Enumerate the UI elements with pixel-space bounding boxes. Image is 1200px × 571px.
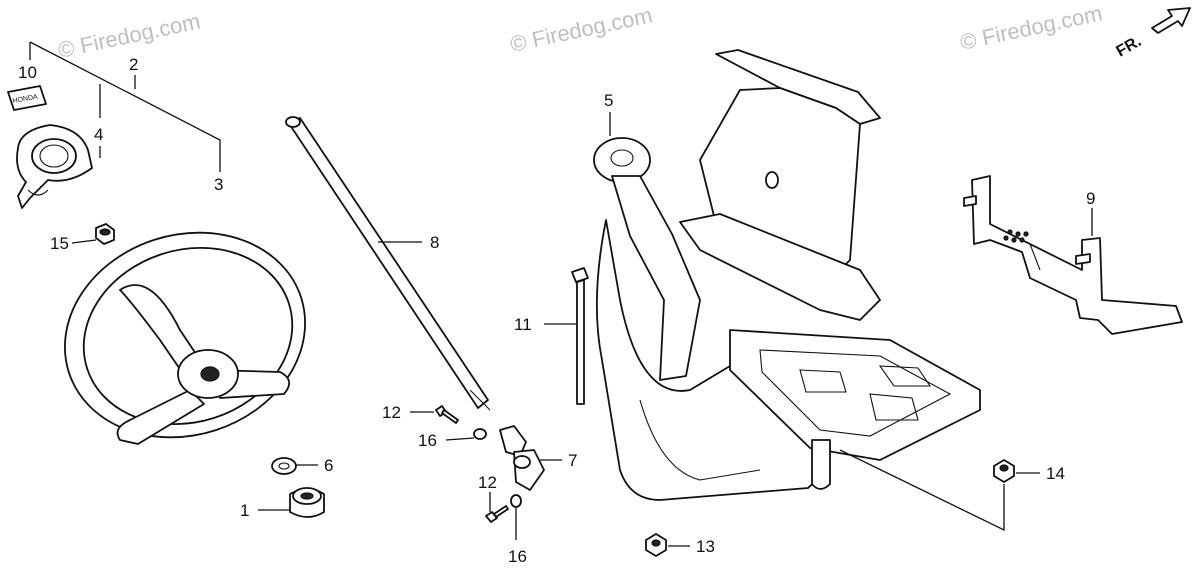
part-7-universal-joint <box>499 425 545 491</box>
callout-12-upper: 12 <box>382 403 401 422</box>
callout-6: 6 <box>324 456 333 475</box>
part-11-long-bolt <box>571 267 589 405</box>
leader-16-upper <box>445 437 475 441</box>
callout-3: 3 <box>214 175 223 194</box>
callout-5: 5 <box>604 91 613 110</box>
watermark-right: © Firedog.com <box>958 0 1105 55</box>
callout-9: 9 <box>1086 189 1095 208</box>
callout-11: 11 <box>514 315 532 334</box>
emblem-text: HONDA <box>12 94 38 105</box>
part-6-washer <box>271 457 297 475</box>
leader-15 <box>71 239 97 244</box>
callout-10: 10 <box>18 63 37 82</box>
callout-12-lower: 12 <box>478 473 497 492</box>
part-16-washer-upper <box>473 428 487 440</box>
callout-1: 1 <box>240 501 249 520</box>
part-12-bolt-lower <box>485 505 509 523</box>
guide-line-14 <box>839 449 1005 532</box>
callout-13: 13 <box>696 537 715 556</box>
front-arrow-icon <box>1151 7 1191 34</box>
part-16-washer-lower <box>510 494 522 508</box>
part-5-steering-frame <box>593 49 981 501</box>
front-label: FR. <box>1114 33 1145 61</box>
callout-7: 7 <box>568 451 577 470</box>
part-14-nut <box>993 459 1015 483</box>
part-8-steering-shaft <box>285 116 491 411</box>
callout-16-lower: 16 <box>508 547 527 566</box>
part-4-hub-cover <box>16 124 93 209</box>
callout-4: 4 <box>94 125 103 144</box>
callout-16-upper: 16 <box>418 431 437 450</box>
callout-2: 2 <box>129 55 138 74</box>
callout-14: 14 <box>1046 464 1065 483</box>
part-3-steering-wheel <box>64 231 306 445</box>
part-9-bracket <box>963 175 1183 335</box>
part-12-bolt-upper <box>435 405 459 424</box>
part-1-nut <box>289 487 325 518</box>
callout-15: 15 <box>50 234 69 253</box>
callout-8: 8 <box>430 233 439 252</box>
part-13-nut <box>645 533 667 557</box>
part-15-nut <box>95 223 115 245</box>
part-10-emblem: HONDA <box>7 85 47 111</box>
bracket-line-wheel-assembly <box>29 41 221 172</box>
front-direction-indicator: FR. <box>1114 7 1191 61</box>
watermark-center: © Firedog.com <box>508 2 655 57</box>
